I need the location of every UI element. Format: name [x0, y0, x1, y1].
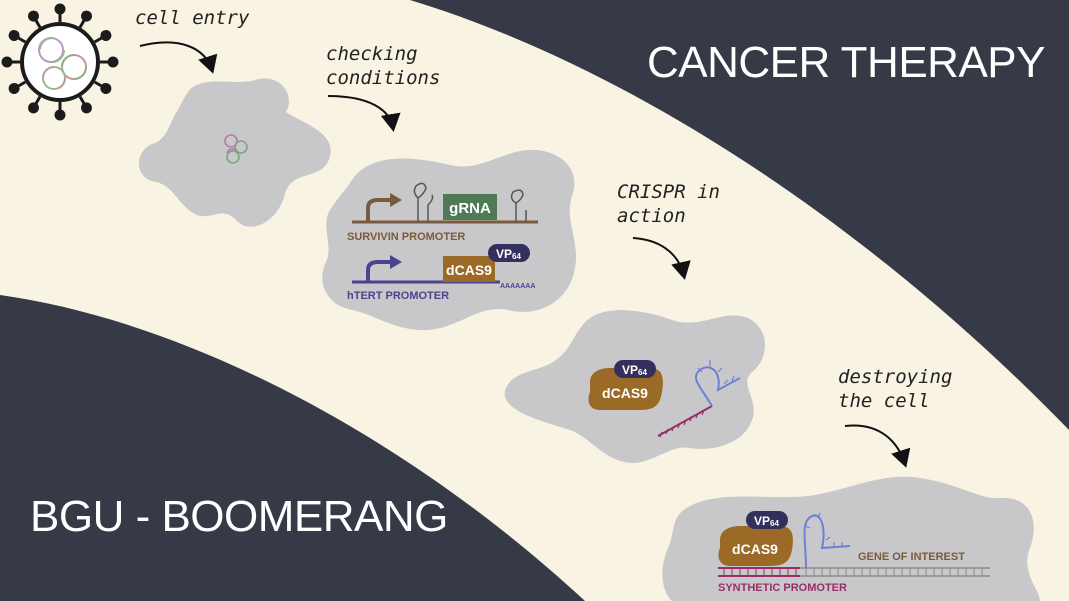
survivin-promoter-arrow-icon	[366, 198, 392, 222]
dcas9-protein-2-label: dCAS9	[732, 541, 778, 557]
synthetic-promoter-label: SYNTHETIC PROMOTER	[718, 582, 847, 594]
gene-of-interest-label: GENE OF INTEREST	[858, 551, 965, 563]
step-checking-line1: checking	[326, 43, 418, 65]
cell-4	[662, 476, 1040, 601]
step-crispr-line1: CRISPR in	[617, 181, 720, 203]
guide-rna-icon	[657, 360, 741, 438]
htert-promoter-arrow-icon	[366, 260, 392, 282]
vp64-badge-1	[488, 244, 530, 262]
virus-icon	[1, 3, 119, 121]
step-cell-entry: cell entry	[135, 7, 250, 29]
hairpin-icons	[413, 182, 527, 222]
dcas9-protein-2	[718, 526, 793, 566]
step-crispr-line2: action	[617, 205, 686, 227]
polya-tail: AAAAAAA	[500, 283, 535, 290]
dcas9-gene-label: dCAS9	[446, 262, 492, 278]
cancer-therapy-title: CANCER THERAPY	[646, 38, 1046, 87]
dcas9-protein-1-label: dCAS9	[602, 385, 648, 401]
viral-particles	[224, 134, 248, 164]
target-dna-icon	[718, 512, 990, 577]
step-destroying-line2: the cell	[838, 390, 930, 412]
vp64-badge-1-label: VP64	[496, 247, 521, 261]
step-destroying-line1: destroying	[838, 366, 952, 388]
dcas9-gene-box	[443, 256, 495, 282]
vp64-badge-2-label: VP64	[622, 363, 647, 377]
vp64-badge-2	[614, 360, 656, 378]
survivin-promoter-label: SURVIVIN PROMOTER	[347, 231, 465, 243]
vp64-badge-3	[746, 511, 788, 529]
grna-box	[443, 194, 497, 220]
team-title: BGU - BOOMERANG	[30, 492, 448, 541]
arrow-icon-1	[139, 41, 218, 74]
htert-promoter-label: hTERT PROMOTER	[347, 290, 449, 302]
arrow-icon-3	[632, 237, 691, 280]
cell-1	[139, 78, 331, 227]
arrow-icon-4	[844, 424, 911, 468]
step-checking-line2: conditions	[326, 67, 440, 89]
dcas9-protein-1	[588, 368, 663, 410]
grna-label: gRNA	[449, 200, 491, 217]
arrow-icon-2	[327, 95, 401, 132]
vp64-badge-3-label: VP64	[754, 514, 779, 528]
